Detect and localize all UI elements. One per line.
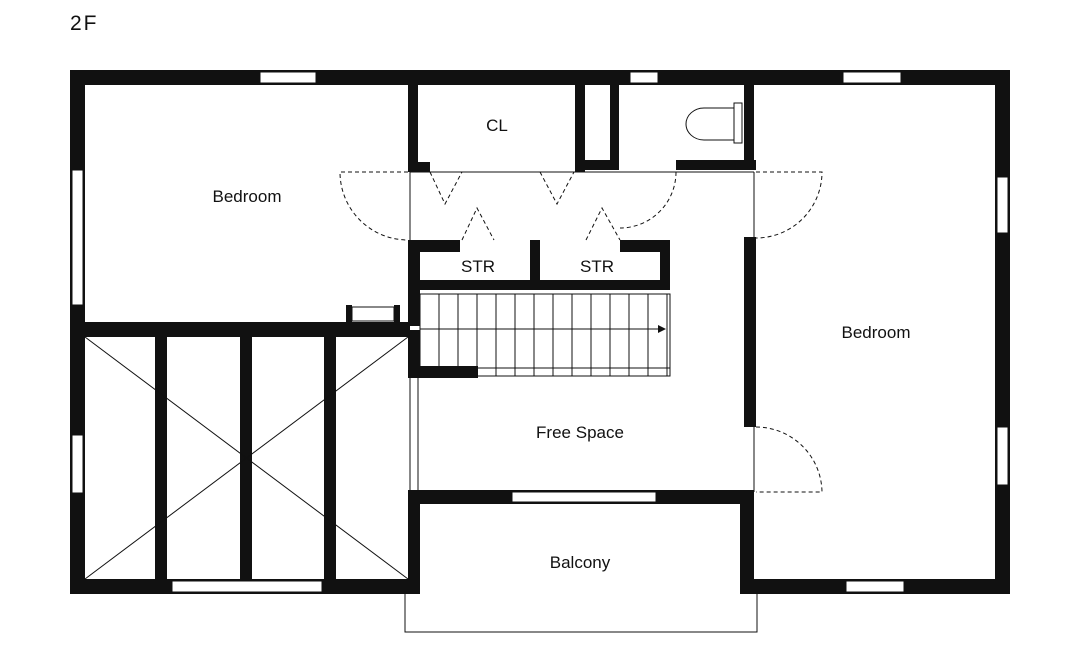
staircase	[419, 293, 671, 377]
windows	[71, 71, 1009, 593]
room-labels: Bedroom CL STR STR Bedroom Free Space Ba…	[213, 116, 911, 572]
room-label-bedroom-east: Bedroom	[842, 323, 911, 342]
void-open-below	[84, 336, 409, 580]
room-label-closet: CL	[486, 116, 508, 135]
balcony-railing	[404, 592, 758, 633]
room-label-bedroom-west: Bedroom	[213, 187, 282, 206]
door-swings	[339, 171, 823, 493]
room-label-storage-1: STR	[461, 257, 495, 276]
room-label-balcony: Balcony	[550, 553, 611, 572]
thin-partitions	[409, 85, 755, 492]
room-label-storage-2: STR	[580, 257, 614, 276]
toilet-fixture	[685, 102, 743, 144]
floor-label: 2F	[70, 12, 99, 35]
interior-walls	[70, 80, 756, 594]
stair-arrow-icon	[658, 325, 666, 333]
room-label-free-space: Free Space	[536, 423, 624, 442]
